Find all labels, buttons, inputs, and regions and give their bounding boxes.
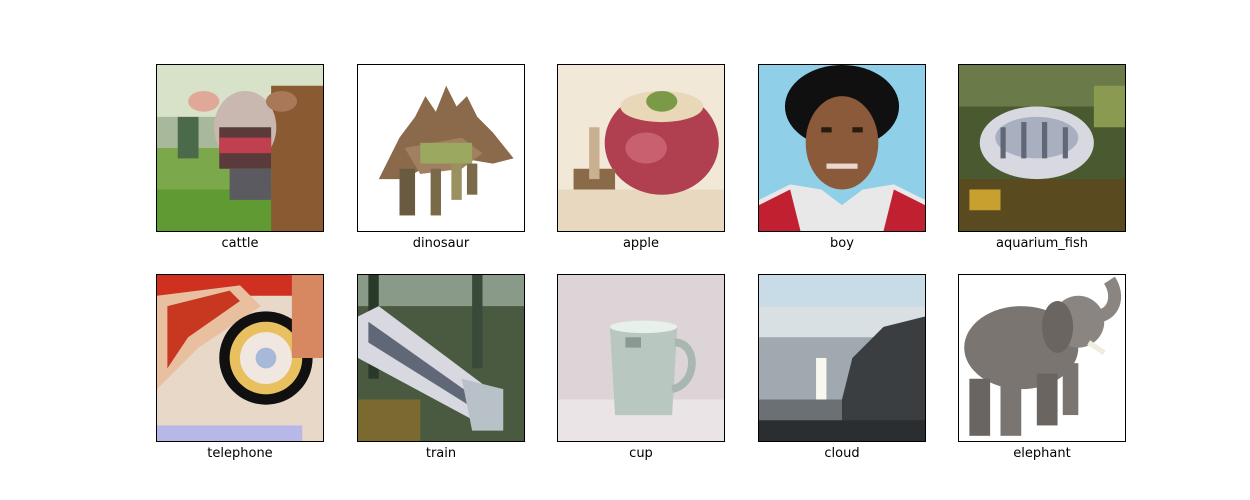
thumbnail-frame [758,274,926,442]
grid-cell-cattle: cattle [156,64,324,252]
image-label: cup [629,446,653,461]
thumbnail-frame [357,274,525,442]
train-photo [358,275,524,441]
image-label: train [425,446,457,461]
elephant-photo [959,275,1125,441]
image-label: cloud [824,446,860,461]
thumbnail-frame [156,64,324,232]
cattle-photo [157,65,323,231]
grid-cell-apple: apple [557,64,725,252]
image-label: cattle [221,236,259,251]
image-label: telephone [207,446,273,461]
thumbnail-frame [958,64,1126,232]
image-label: apple [622,236,660,251]
grid-cell-telephone: telephone [156,274,324,462]
grid-cell-cloud: cloud [758,274,926,462]
telephone-photo [157,275,323,441]
image-label: dinosaur [412,236,470,251]
thumbnail-frame [557,64,725,232]
image-label: elephant [1013,446,1071,461]
thumbnail-frame [758,64,926,232]
grid-cell-cup: cup [557,274,725,462]
grid-cell-dinosaur: dinosaur [357,64,525,252]
thumbnail-frame [958,274,1126,442]
image-label: aquarium_fish [996,236,1088,251]
grid-cell-train: train [357,274,525,462]
grid-cell-boy: boy [758,64,926,252]
apple-photo [558,65,724,231]
boy-photo [759,65,925,231]
grid-cell-elephant: elephant [958,274,1126,462]
aquarium-fish-photo [959,65,1125,231]
image-label: boy [830,236,854,251]
dinosaur-photo [358,65,524,231]
thumbnail-frame [557,274,725,442]
cup-photo [558,275,724,441]
cloud-photo [759,275,925,441]
thumbnail-frame [357,64,525,232]
grid-cell-aquarium-fish: aquarium_fish [958,64,1126,252]
thumbnail-frame [156,274,324,442]
